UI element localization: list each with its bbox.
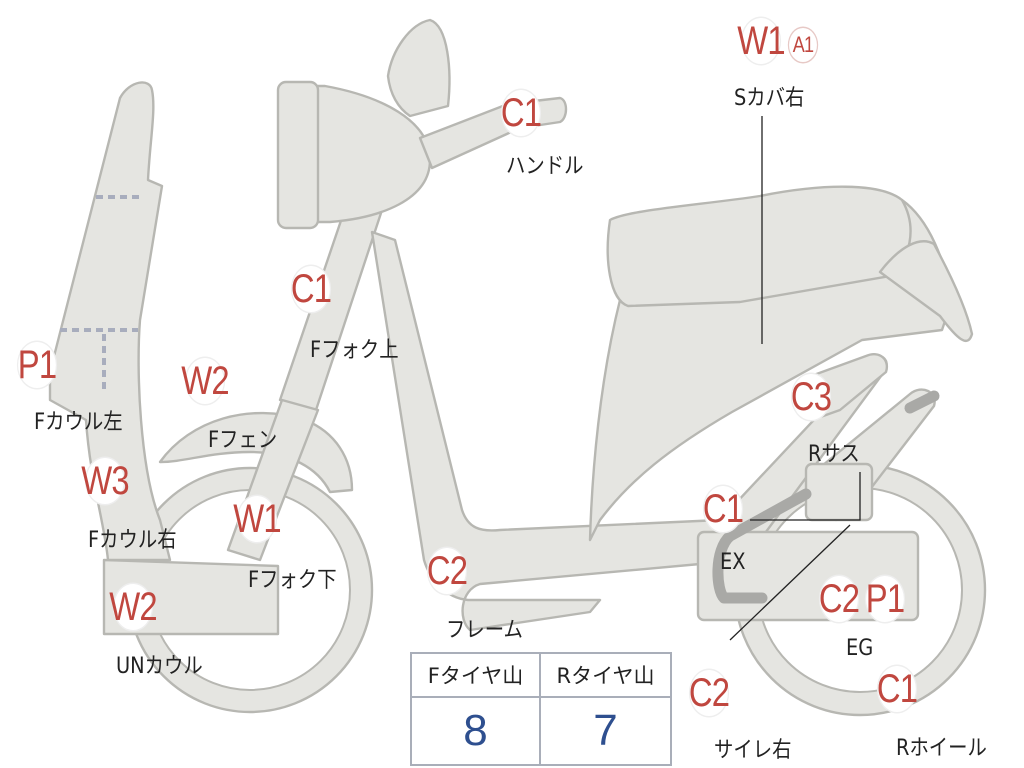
- tail: [878, 240, 974, 342]
- badge-c1-rear-wheel: C1: [876, 666, 918, 712]
- rear-stay: [904, 390, 940, 414]
- badge-a1-seat-cover: A1: [789, 28, 817, 62]
- exhaust-pipe: [712, 488, 812, 604]
- label-fork-upper: Fフォク上: [310, 338, 399, 363]
- seat: [606, 185, 912, 308]
- badge-w2-under-cowl: W2: [109, 584, 158, 630]
- badge-p1-cowl-left: P1: [17, 342, 57, 388]
- label-fork-lower: Fフォク下: [248, 568, 337, 593]
- header-rear-tire: Rタイヤ山: [541, 654, 670, 698]
- front-cowl: [48, 81, 172, 562]
- tire-tread-table: Fタイヤ山 Rタイヤ山 8 7: [410, 652, 672, 766]
- label-silencer-right: サイレ右: [714, 738, 792, 763]
- badge-w3-cowl-right: W3: [81, 458, 130, 504]
- headlight-front: [276, 80, 320, 230]
- label-handle: ハンドル: [506, 154, 584, 179]
- label-rear-wheel: Rホイール: [896, 736, 987, 761]
- label-exhaust: EX: [720, 550, 746, 575]
- label-cowl-right: Fカウル右: [88, 528, 177, 553]
- air-box: [804, 462, 874, 522]
- value-rear-tire: 7: [593, 706, 618, 755]
- badge-w1-fork-lower: W1: [233, 496, 282, 542]
- label-seat-cover-right: Sカバ右: [734, 86, 805, 111]
- badge-c1-handle: C1: [500, 90, 542, 136]
- badge-w1-seat-cover: W1: [737, 18, 786, 64]
- value-front-tire: 8: [412, 698, 541, 764]
- label-cowl-left: Fカウル左: [34, 410, 123, 435]
- badge-c2-engine: C2: [818, 576, 860, 622]
- label-engine: EG: [846, 636, 874, 661]
- badge-w2-fender: W2: [181, 358, 230, 404]
- label-under-cowl: UNカウル: [116, 654, 203, 679]
- leader-lines: [729, 116, 861, 641]
- badge-c2-frame: C2: [426, 548, 468, 594]
- label-frame: フレーム: [446, 618, 523, 643]
- label-fender: Fフェン: [208, 428, 278, 453]
- windscreen: [386, 18, 451, 118]
- cowl-region-lines: [60, 195, 140, 392]
- badge-c1-fork-upper: C1: [290, 266, 332, 312]
- badge-c2-silencer: C2: [688, 670, 730, 716]
- header-front-tire: Fタイヤ山: [412, 654, 541, 698]
- badge-p1-engine: P1: [865, 576, 905, 622]
- badge-c3-rear-suspension: C3: [790, 374, 832, 420]
- badge-c1-exhaust: C1: [702, 486, 744, 532]
- label-rear-suspension: Rサス: [808, 442, 860, 467]
